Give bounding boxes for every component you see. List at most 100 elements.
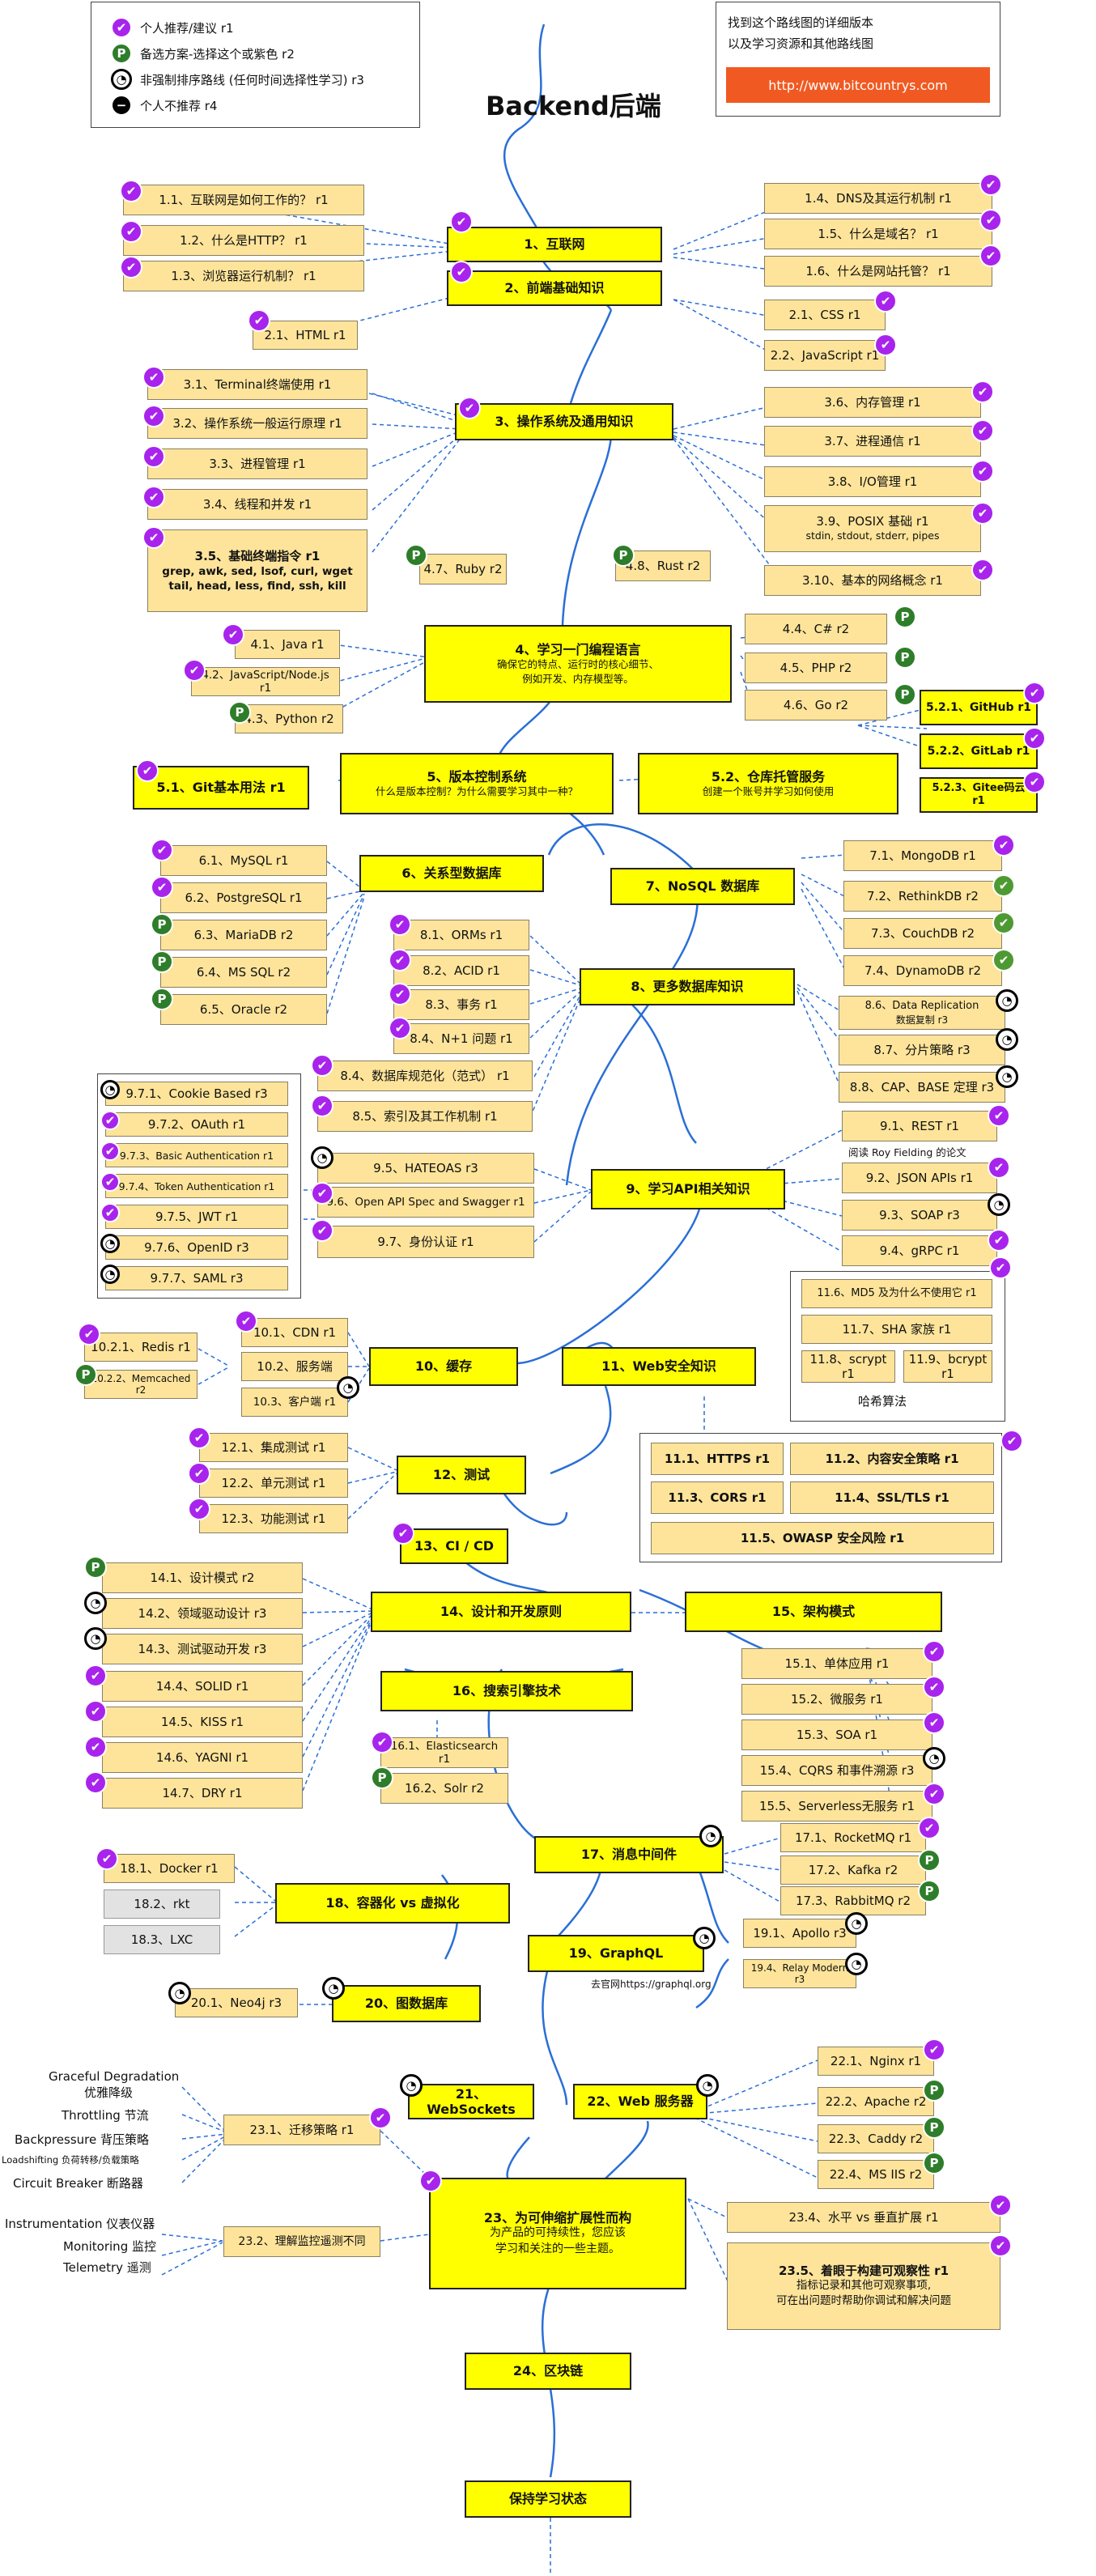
node-4-2[interactable]: 4.2、JavaScript/Node.js r1 (191, 667, 340, 696)
node-9-7[interactable]: 9.7、身份认证 r1 (317, 1226, 534, 1258)
node-keep-learning[interactable]: 保持学习状态 (465, 2480, 631, 2518)
node-web-servers[interactable]: 22、Web 服务器 (573, 2084, 707, 2119)
node-16-1[interactable]: 16.1、Elasticsearch r1 (380, 1737, 508, 1768)
node-14-6[interactable]: 14.6、YAGNI r1 (102, 1742, 303, 1773)
node-11-7[interactable]: 11.7、SHA 家族 r1 (801, 1315, 992, 1344)
node-11-2[interactable]: 11.2、内容安全策略 r1 (790, 1443, 994, 1475)
node-graphql[interactable]: 19、GraphQL (528, 1935, 704, 1972)
node-9-7-3[interactable]: 9.7.3、Basic Authentication r1 (105, 1143, 288, 1167)
node-4-5[interactable]: 4.5、PHP r2 (745, 653, 887, 683)
node-15-5[interactable]: 15.5、Serverless无服务 r1 (741, 1791, 932, 1821)
node-20-1[interactable]: 20.1、Neo4j r3 (175, 1988, 298, 2017)
node-1-5[interactable]: 1.5、什么是域名？ r1 (764, 219, 992, 249)
node-4-3[interactable]: 4.3、Python r2 (235, 704, 343, 733)
node-design-principles[interactable]: 14、设计和开发原则 (371, 1592, 631, 1632)
node-nosql[interactable]: 7、NoSQL 数据库 (610, 868, 795, 905)
node-8-4[interactable]: 8.4、N+1 问题 r1 (393, 1023, 529, 1054)
node-11-6[interactable]: 11.6、MD5 及为什么不使用它 r1 (801, 1279, 992, 1308)
node-ci-cd[interactable]: 13、CI / CD (400, 1528, 508, 1564)
node-8-3[interactable]: 8.3、事务 r1 (393, 989, 529, 1020)
node-8-6[interactable]: 8.6、Data Replication 数据复制 r3 (839, 996, 1005, 1030)
node-7-1[interactable]: 7.1、MongoDB r1 (843, 840, 1002, 871)
node-10-2[interactable]: 10.2、服务端 (241, 1352, 348, 1381)
node-3-2[interactable]: 3.2、操作系统一般运行原理 r1 (147, 408, 367, 439)
node-23-5[interactable]: 23.5、着眼于构建可观察性 r1 指标记录和其他可观察事项, 可在出问题时帮助… (727, 2242, 1000, 2330)
node-web-security[interactable]: 11、Web安全知识 (562, 1347, 756, 1386)
node-14-4[interactable]: 14.4、SOLID r1 (102, 1671, 303, 1702)
node-9-1[interactable]: 9.1、REST r1 (842, 1111, 997, 1141)
node-rdbms[interactable]: 6、关系型数据库 (359, 855, 544, 892)
node-frontend-basics[interactable]: 2、前端基础知识 (447, 270, 662, 306)
node-vcs[interactable]: 5、版本控制系统 什么是版本控制？为什么需要学习其中一种？ (340, 753, 614, 814)
node-internet[interactable]: 1、互联网 (447, 227, 662, 262)
node-8-1[interactable]: 8.1、ORMs r1 (393, 920, 529, 950)
node-10-2-2[interactable]: 10.2.2、Memcached r2 (84, 1370, 198, 1399)
node-17-2[interactable]: 17.2、Kafka r2 (780, 1855, 926, 1885)
node-8-8[interactable]: 8.8、CAP、BASE 定理 r3 (839, 1072, 1005, 1103)
node-14-2[interactable]: 14.2、领域驱动设计 r3 (102, 1598, 303, 1629)
node-9-7-1[interactable]: 9.7.1、Cookie Based r3 (105, 1082, 288, 1106)
node-8-5[interactable]: 8.5、索引及其工作机制 r1 (317, 1101, 533, 1132)
node-6-4[interactable]: 6.4、MS SQL r2 (160, 957, 327, 988)
site-link[interactable]: http://www.bitcountrys.com (726, 67, 990, 103)
node-3-6[interactable]: 3.6、内存管理 r1 (764, 387, 981, 418)
node-1-4[interactable]: 1.4、DNS及其运行机制 r1 (764, 183, 992, 214)
node-architecture[interactable]: 15、架构模式 (685, 1592, 942, 1632)
node-5-2-3[interactable]: 5.2.3、Gitee码云 r1 (920, 777, 1038, 813)
node-15-1[interactable]: 15.1、单体应用 r1 (741, 1648, 932, 1679)
node-websockets[interactable]: 21、WebSockets (408, 2084, 534, 2119)
node-3-7[interactable]: 3.7、进程通信 r1 (764, 426, 981, 457)
node-language[interactable]: 4、学习一门编程语言 确保它的特点、运行时的核心细节、 例如开发、内存模型等。 (424, 625, 732, 703)
node-15-2[interactable]: 15.2、微服务 r1 (741, 1684, 932, 1715)
node-api[interactable]: 9、学习API相关知识 (591, 1169, 785, 1209)
node-4-6[interactable]: 4.6、Go r2 (745, 690, 887, 721)
node-1-6[interactable]: 1.6、什么是网站托管？ r1 (764, 256, 992, 287)
node-9-7-4[interactable]: 9.7.4、Token Authentication r1 (105, 1174, 288, 1198)
node-4-7[interactable]: 4.7、Ruby r2 (419, 554, 507, 584)
node-7-2[interactable]: 7.2、RethinkDB r2 (843, 881, 1002, 912)
node-9-3[interactable]: 9.3、SOAP r3 (842, 1200, 997, 1231)
node-7-3[interactable]: 7.3、CouchDB r2 (843, 918, 1002, 949)
node-3-3[interactable]: 3.3、进程管理 r1 (147, 448, 367, 479)
node-9-7-6[interactable]: 9.7.6、OpenID r3 (105, 1235, 288, 1260)
node-22-1[interactable]: 22.1、Nginx r1 (818, 2047, 934, 2076)
node-9-2[interactable]: 9.2、JSON APIs r1 (842, 1163, 997, 1193)
node-11-3[interactable]: 11.3、CORS r1 (651, 1481, 784, 1514)
node-4-1[interactable]: 4.1、Java r1 (235, 630, 340, 659)
node-2-1-html[interactable]: 2.1、HTML r1 (253, 321, 358, 350)
node-3-1[interactable]: 3.1、Terminal终端使用 r1 (147, 369, 367, 400)
node-14-5[interactable]: 14.5、KISS r1 (102, 1707, 303, 1737)
node-19-2[interactable]: 19.4、Relay Modern r3 (743, 1959, 856, 1988)
node-2-1-css[interactable]: 2.1、CSS r1 (764, 300, 886, 330)
node-9-6[interactable]: 9.6、Open API Spec and Swagger r1 (317, 1187, 534, 1218)
node-8-2[interactable]: 8.2、ACID r1 (393, 955, 529, 986)
node-23-2[interactable]: 23.2、理解监控遥测不同 (223, 2226, 380, 2257)
node-6-3[interactable]: 6.3、MariaDB r2 (160, 920, 327, 950)
node-12-2[interactable]: 12.2、单元测试 r1 (199, 1469, 348, 1498)
node-more-db[interactable]: 8、更多数据库知识 (580, 968, 795, 1005)
node-14-3[interactable]: 14.3、测试驱动开发 r3 (102, 1634, 303, 1664)
node-6-1[interactable]: 6.1、MySQL r1 (160, 845, 327, 876)
node-11-1[interactable]: 11.1、HTTPS r1 (651, 1443, 784, 1475)
node-4-4[interactable]: 4.4、C# r2 (745, 614, 887, 644)
node-11-9[interactable]: 11.9、bcrypt r1 (903, 1350, 992, 1383)
node-cache[interactable]: 10、缓存 (369, 1347, 518, 1386)
node-11-8[interactable]: 11.8、scrypt r1 (801, 1350, 895, 1383)
node-15-4[interactable]: 15.4、CQRS 和事件溯源 r3 (741, 1755, 932, 1786)
node-3-4[interactable]: 3.4、线程和并发 r1 (147, 489, 367, 520)
node-3-10[interactable]: 3.10、基本的网络概念 r1 (764, 565, 981, 596)
node-9-7-7[interactable]: 9.7.7、SAML r3 (105, 1266, 288, 1290)
node-10-2-1[interactable]: 10.2.1、Redis r1 (84, 1333, 198, 1362)
node-11-5[interactable]: 11.5、OWASP 安全风险 r1 (651, 1522, 994, 1554)
node-1-1[interactable]: 1.1、互联网是如何工作的？ r1 (123, 185, 364, 215)
node-23-1[interactable]: 23.1、迁移策略 r1 (223, 2115, 380, 2145)
node-9-7-5[interactable]: 9.7.5、JWT r1 (105, 1205, 288, 1229)
node-14-1[interactable]: 14.1、设计模式 r2 (102, 1562, 303, 1593)
node-search[interactable]: 16、搜索引擎技术 (380, 1671, 633, 1711)
node-22-2[interactable]: 22.2、Apache r2 (818, 2087, 934, 2116)
node-mq[interactable]: 17、消息中间件 (534, 1836, 724, 1873)
node-17-1[interactable]: 17.1、RocketMQ r1 (780, 1823, 926, 1852)
node-10-3[interactable]: 10.3、客户端 r1 (241, 1388, 348, 1417)
node-9-5[interactable]: 9.5、HATEOAS r3 (317, 1153, 534, 1184)
node-6-2[interactable]: 6.2、PostgreSQL r1 (160, 882, 327, 913)
